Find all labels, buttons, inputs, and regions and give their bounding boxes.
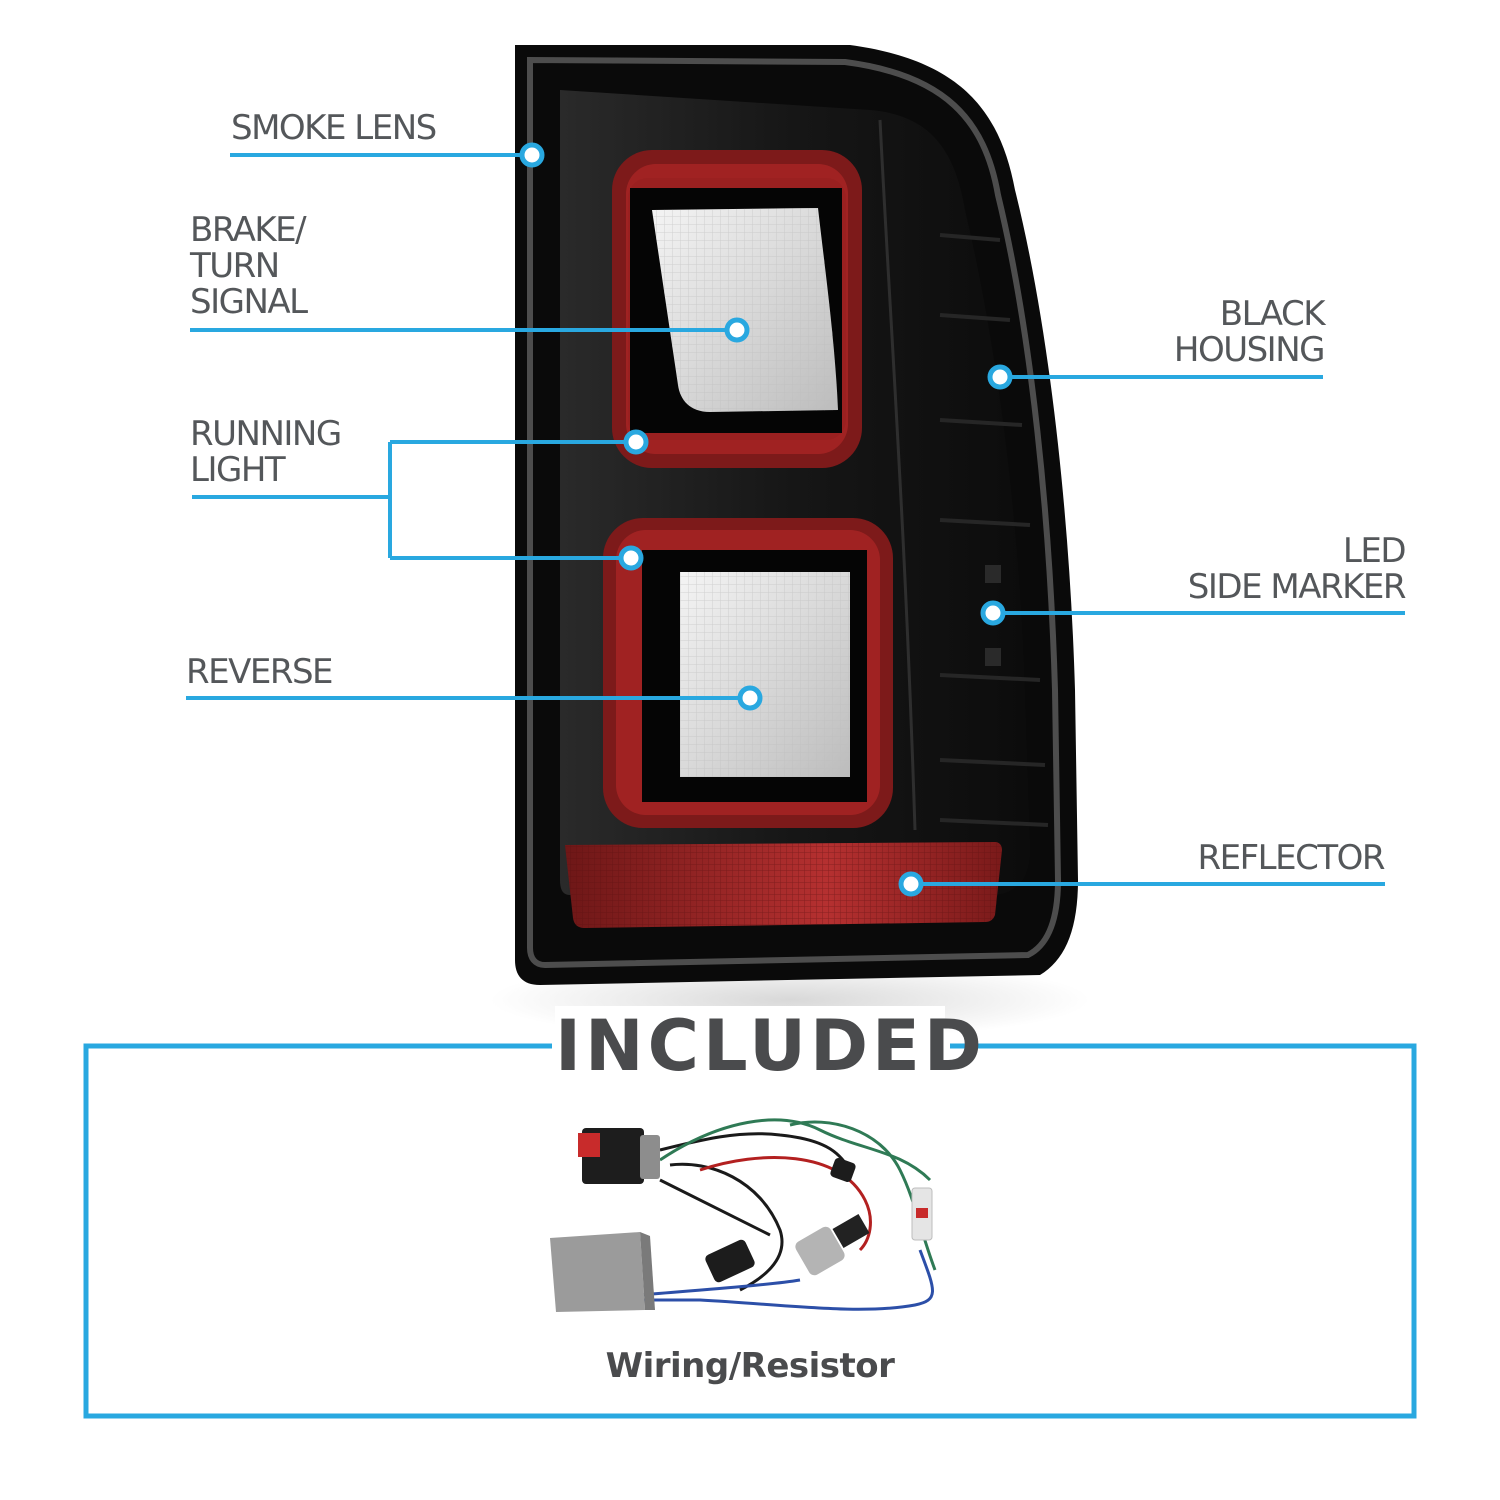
side-marker-slot-bottom bbox=[985, 648, 1001, 666]
housing-divider bbox=[878, 119, 917, 831]
callout-lines bbox=[186, 153, 1405, 886]
reflector-dot bbox=[898, 871, 924, 897]
smoke-lens-rim bbox=[527, 56, 1062, 969]
included-title: INCLUDED bbox=[555, 1005, 986, 1087]
led-side-marker-dot bbox=[980, 600, 1006, 626]
callout-dots bbox=[519, 142, 1013, 897]
reverse-label: REVERSE bbox=[186, 652, 334, 692]
running-light-dot-lower bbox=[618, 545, 644, 571]
brake-turn-signal-label: BRAKE/ TURN SIGNAL bbox=[190, 210, 308, 322]
reflector-label: REFLECTOR bbox=[1197, 838, 1386, 878]
brake-turn-dot bbox=[724, 317, 750, 343]
running-light-label: RUNNING LIGHT bbox=[190, 414, 342, 490]
included-box bbox=[83, 1043, 1417, 1419]
side-marker-slot-top bbox=[985, 565, 1001, 583]
housing-ribs bbox=[939, 233, 1049, 827]
wiring-harness-illustration bbox=[550, 1118, 937, 1312]
reverse-dot bbox=[737, 685, 763, 711]
black-housing-label: BLACK HOUSING bbox=[1173, 294, 1326, 370]
led-side-marker-label: LED SIDE MARKER bbox=[1187, 531, 1407, 607]
black-housing-dot bbox=[987, 364, 1013, 390]
wiring-resistor-caption: Wiring/Resistor bbox=[605, 1346, 895, 1386]
smoke-lens-dot bbox=[519, 142, 545, 168]
running-light-dot-upper bbox=[623, 429, 649, 455]
smoke-lens-label: SMOKE LENS bbox=[231, 108, 437, 148]
